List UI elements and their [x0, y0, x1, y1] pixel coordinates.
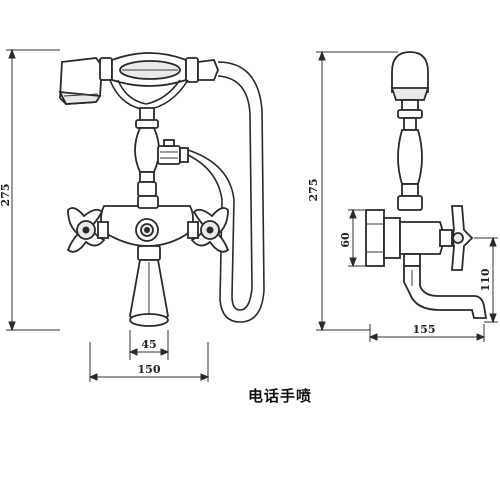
front-height-label: 275 — [0, 184, 12, 207]
side-reach-dimension: 155 — [368, 323, 486, 342]
handset — [58, 52, 219, 105]
side-view: 275 — [307, 50, 498, 342]
side-cross-handle — [451, 205, 474, 271]
mixer-body — [100, 195, 194, 247]
side-wall-mount — [365, 209, 401, 267]
side-drop-label: 110 — [479, 268, 492, 291]
front-view: 275 — [0, 48, 265, 382]
side-reach-label: 155 — [413, 323, 436, 336]
front-spout — [129, 245, 169, 327]
caption: 电话手喷 — [248, 387, 313, 405]
side-spout — [403, 253, 488, 319]
side-height-label: 275 — [307, 179, 320, 202]
front-base-width-label: 150 — [138, 363, 161, 376]
diverter — [157, 139, 189, 165]
hose — [187, 61, 265, 323]
side-handset — [390, 51, 430, 119]
front-bottom-dimensions: 45 150 — [88, 330, 210, 382]
side-stem — [397, 117, 423, 211]
side-body — [399, 221, 453, 255]
side-drop-dimension: 110 — [474, 236, 498, 324]
side-mount-label: 60 — [339, 232, 352, 248]
left-cross-handle — [66, 207, 109, 253]
side-height-dimension: 275 — [307, 50, 398, 332]
right-cross-handle — [187, 207, 230, 253]
front-spout-width-label: 45 — [141, 338, 156, 351]
front-height-dimension: 275 — [0, 48, 60, 332]
cradle — [109, 79, 189, 197]
side-mount-dimension: 60 — [339, 208, 370, 268]
